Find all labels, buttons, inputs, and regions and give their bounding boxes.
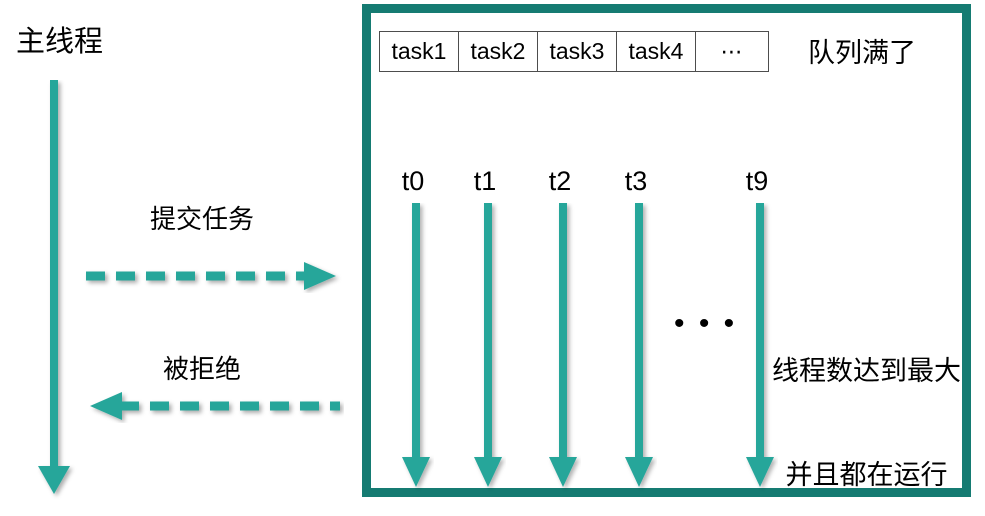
worker-arrow-t1 — [474, 203, 502, 487]
worker-label-t9: t9 — [745, 166, 769, 196]
main-thread-arrow — [38, 80, 70, 494]
worker-label-t1: t1 — [473, 166, 497, 196]
submit-task-arrow — [86, 262, 336, 290]
max-threads-note-line1: 线程数达到最大 — [772, 356, 961, 388]
table-row: task1 task2 task3 task4 ⋯ — [379, 31, 769, 72]
worker-label-t2: t2 — [548, 166, 572, 196]
queue-cell-task4: task4 — [616, 31, 696, 72]
worker-arrow-t3 — [625, 203, 653, 487]
rejected-arrow — [90, 392, 340, 420]
rejected-label: 被拒绝 — [163, 355, 242, 385]
worker-arrow-t0 — [402, 203, 430, 487]
worker-label-t0: t0 — [401, 166, 425, 196]
thread-pool-box — [362, 4, 971, 497]
worker-arrow-t2 — [549, 203, 577, 487]
queue-cell-ellipsis: ⋯ — [695, 31, 769, 72]
max-threads-note-line2: 并且都在运行 — [785, 459, 948, 491]
worker-ellipsis: • • • — [674, 307, 738, 340]
queue-cell-task1: task1 — [379, 31, 459, 72]
queue-cell-task3: task3 — [537, 31, 617, 72]
queue-cell-task2: task2 — [458, 31, 538, 72]
queue-full-note: 队列满了 — [808, 38, 916, 69]
max-threads-note: 线程数达到最大 并且都在运行 — [772, 286, 961, 516]
submit-task-label: 提交任务 — [150, 205, 255, 235]
main-thread-label: 主线程 — [16, 24, 104, 58]
worker-arrow-t9 — [746, 203, 774, 487]
task-queue-table: task1 task2 task3 task4 ⋯ — [379, 31, 769, 72]
worker-label-t3: t3 — [624, 166, 648, 196]
